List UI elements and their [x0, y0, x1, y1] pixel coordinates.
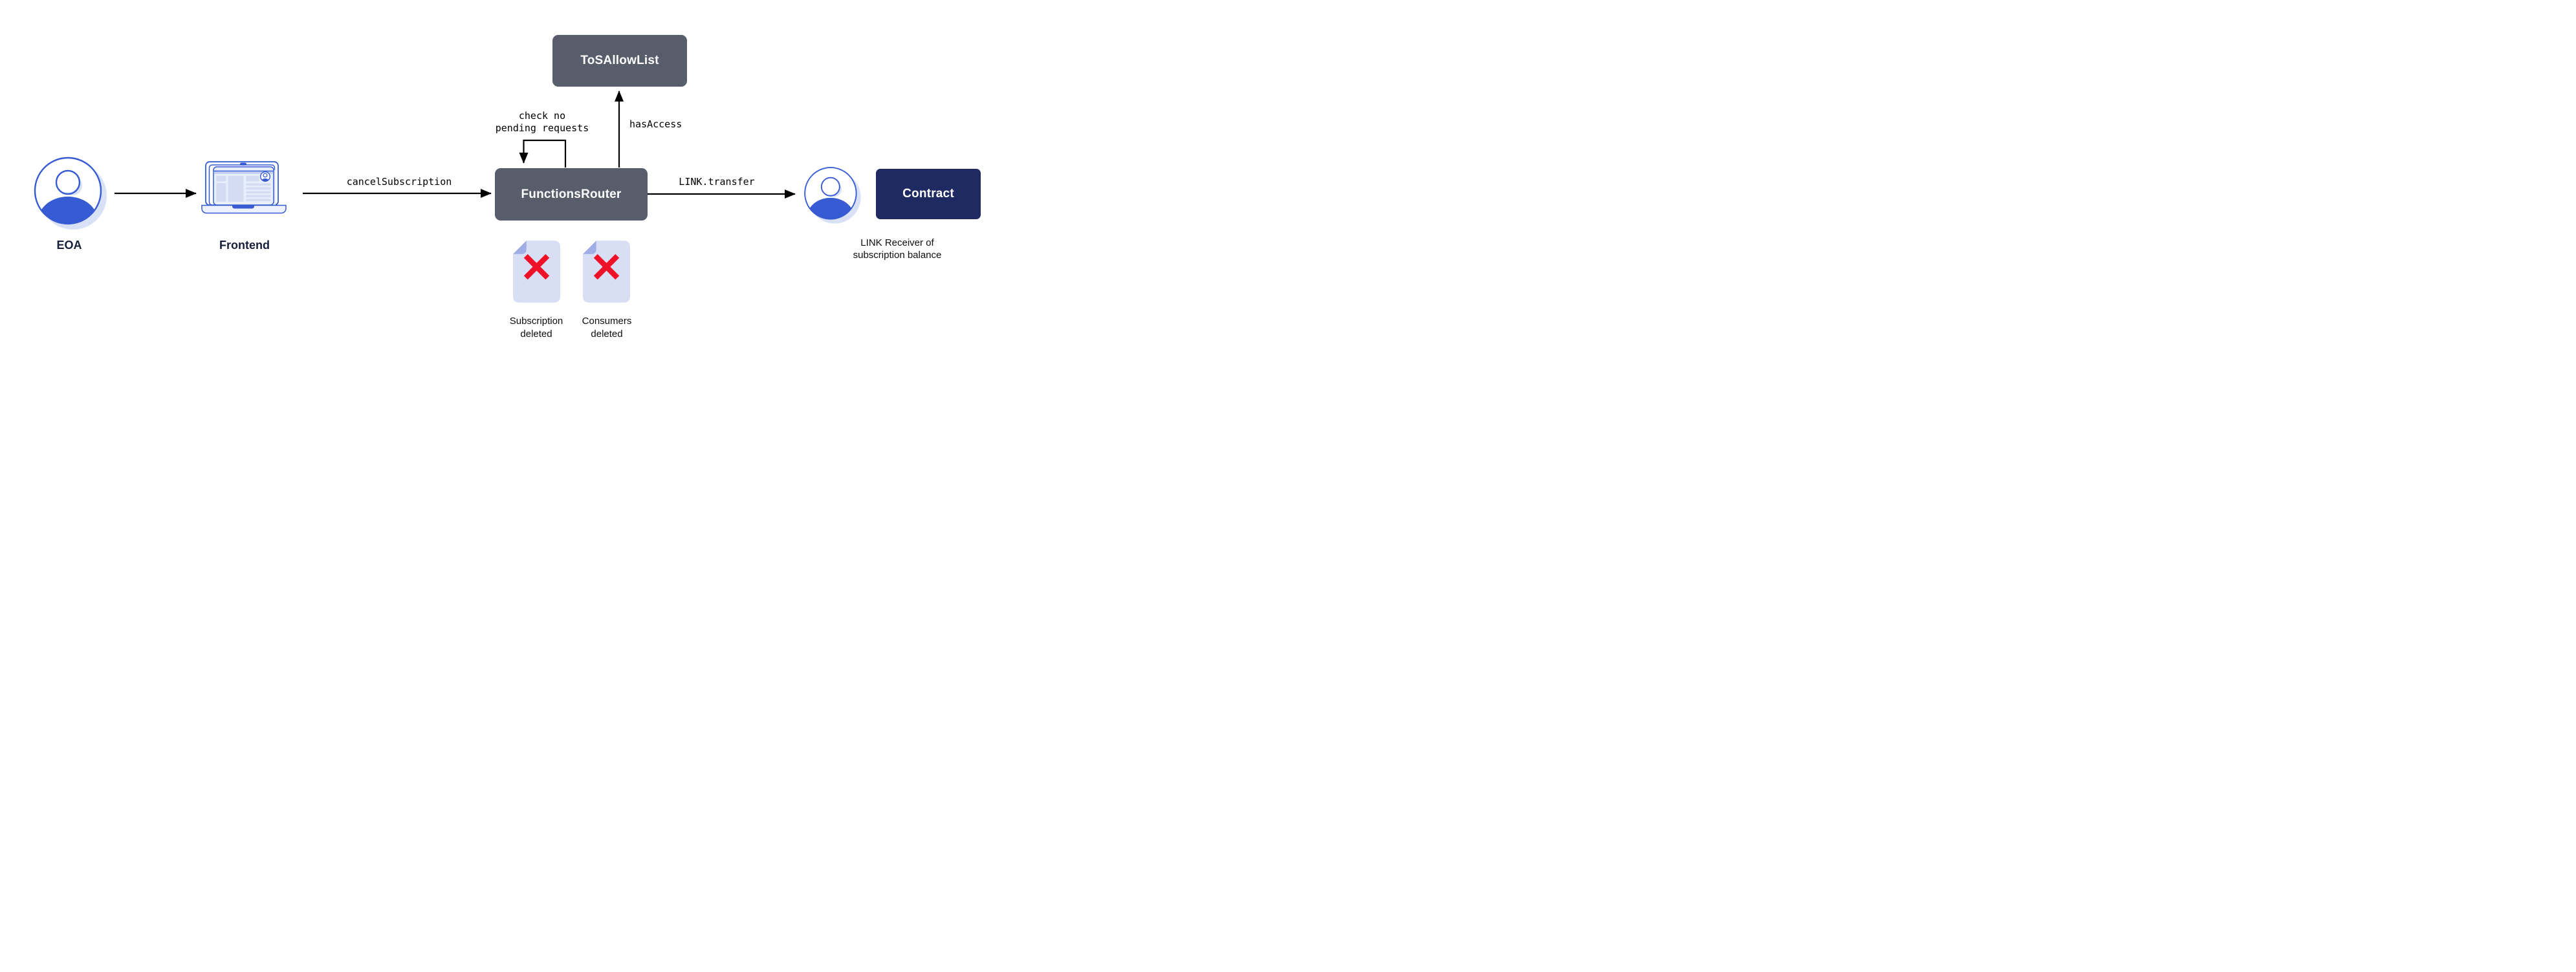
contract-node: Contract [876, 169, 981, 219]
functions-router-node: FunctionsRouter [495, 168, 648, 221]
subscription-deleted-line1: Subscription [509, 316, 563, 327]
functions-router-label: FunctionsRouter [521, 187, 622, 201]
eoa-label: EOA [56, 239, 82, 252]
x-icon [593, 254, 620, 280]
consumers-deleted-line1: Consumers [582, 316, 632, 327]
contract-label: Contract [902, 187, 954, 200]
cancel-subscription-diagram: EOA Frontend FunctionsRouter ToSAllowLis… [0, 0, 1014, 383]
check-pending-line2: pending requests [495, 122, 589, 134]
tos-allow-list-label: ToSAllowList [580, 54, 659, 67]
has-access-edge-label: hasAccess [629, 118, 682, 130]
user-avatar-icon [804, 167, 861, 224]
subscription-deleted-line2: deleted [520, 329, 552, 340]
connector-layer [115, 91, 796, 199]
laptop-icon [201, 161, 287, 214]
user-avatar-icon [34, 157, 107, 230]
tos-allow-list-node: ToSAllowList [552, 35, 687, 87]
subscription-deleted-caption: Subscription deleted [510, 315, 563, 341]
cancel-subscription-edge-label: cancelSubscription [346, 176, 452, 188]
consumers-deleted-line2: deleted [591, 329, 623, 340]
x-icon [523, 254, 550, 280]
consumers-deleted-caption: Consumers deleted [582, 315, 632, 341]
frontend-label: Frontend [219, 239, 270, 252]
link-receiver-caption: LINK Receiver of subscription balance [853, 237, 942, 261]
link-transfer-edge-label: LINK.transfer [679, 176, 755, 188]
check-pending-line1: check no [518, 110, 566, 122]
link-receiver-caption-line1: LINK Receiver of [860, 237, 934, 248]
deleted-document-icon [583, 241, 630, 303]
edge-check-pending-self-loop [519, 139, 567, 167]
check-pending-edge-label: check no pending requests [496, 110, 589, 135]
deleted-document-icon [513, 241, 560, 303]
link-receiver-caption-line2: subscription balance [853, 250, 942, 261]
